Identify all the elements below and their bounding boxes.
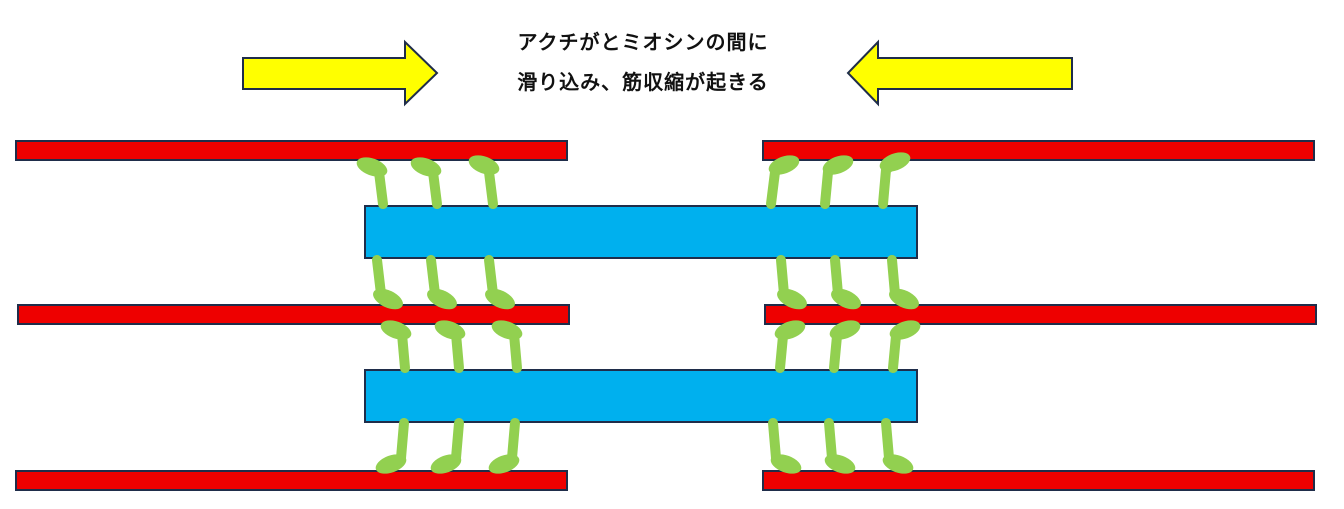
myosin-cross-bridge [491, 320, 523, 373]
myosin-head [831, 288, 861, 310]
myosin-cross-bridge [484, 255, 515, 310]
caption-line-1: アクチがとミオシンの間に [517, 30, 769, 54]
myosin-head [889, 320, 921, 340]
myosin-cross-bridge [824, 418, 856, 474]
myosin-cross-bridge [766, 155, 800, 209]
myosin-head [879, 152, 911, 172]
myosin-cross-bridge [488, 418, 520, 474]
myosin-cross-bridge [881, 418, 914, 474]
myosin-head [434, 320, 466, 340]
myosin-head [356, 157, 388, 177]
myosin-head [410, 157, 442, 177]
actin-filament [764, 304, 1317, 325]
myosin-head [768, 155, 800, 175]
myosin-head [488, 454, 520, 474]
myosin-cross-bridge [820, 155, 854, 209]
myosin-cross-bridge [372, 255, 403, 310]
myosin-head [824, 454, 856, 474]
myosin-head [380, 320, 412, 340]
myosin-cross-bridge [776, 255, 807, 310]
myosin-cross-bridge [434, 320, 466, 373]
myosin-head [491, 320, 523, 340]
actin-filament [17, 304, 570, 325]
caption-line-2: 滑り込み、筋収縮が起きる [517, 70, 769, 94]
myosin-head [882, 454, 914, 474]
myosin-cross-bridge [888, 320, 921, 373]
myosin-head [770, 454, 802, 474]
myosin-cross-bridge [887, 255, 919, 310]
myosin-head [889, 288, 919, 310]
myosin-cross-bridge [829, 320, 861, 373]
myosin-cross-bridge [878, 152, 911, 209]
myosin-head [485, 288, 515, 310]
myosin-head [774, 320, 806, 340]
myosin-cross-bridge [430, 418, 464, 474]
myosin-head [373, 288, 403, 310]
myosin-head [427, 288, 457, 310]
myosin-filament [364, 205, 918, 259]
myosin-filament [364, 369, 918, 423]
myosin-cross-bridge [380, 320, 412, 373]
myosin-cross-bridge [375, 418, 409, 474]
myosin-cross-bridge [410, 157, 442, 209]
myosin-head [375, 454, 407, 474]
arrow-left-icon [846, 39, 1073, 107]
myosin-cross-bridge [774, 320, 806, 373]
myosin-cross-bridge [426, 255, 457, 310]
myosin-cross-bridge [356, 157, 388, 209]
myosin-cross-bridge [830, 255, 861, 310]
myosin-cross-bridge [468, 155, 500, 209]
myosin-head [468, 155, 500, 175]
myosin-head [829, 320, 861, 340]
myosin-head [430, 454, 462, 474]
actin-filament [15, 140, 568, 161]
myosin-cross-bridge [768, 418, 802, 474]
myosin-head [822, 155, 854, 175]
myosin-head [777, 288, 807, 310]
actin-filament [15, 470, 568, 491]
arrow-right-icon [242, 39, 439, 107]
actin-filament [762, 470, 1315, 491]
